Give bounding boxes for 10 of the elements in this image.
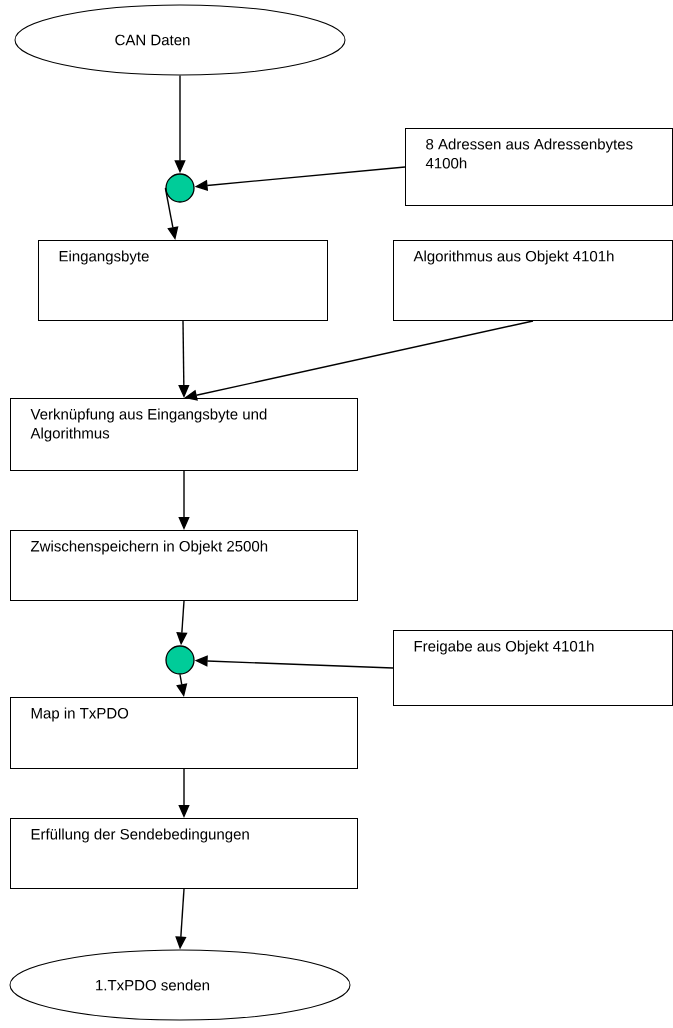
process-box: Verknüpfung aus Eingangsbyte und Algorithmus — [10, 398, 358, 471]
process-box: 8 Adressen aus Adressenbytes 4100h — [405, 128, 673, 206]
process-box: Map in TxPDO — [10, 697, 358, 769]
junction-circle — [165, 645, 195, 675]
junction-circle — [165, 173, 195, 203]
process-box: Zwischenspeichern in Objekt 2500h — [10, 530, 358, 601]
process-box: Erfüllung der Sendebedingungen — [10, 818, 358, 889]
process-box: Algorithmus aus Objekt 4101h — [393, 240, 673, 321]
process-box: Freigabe aus Objekt 4101h — [393, 630, 673, 706]
process-box: Eingangsbyte — [38, 240, 328, 321]
